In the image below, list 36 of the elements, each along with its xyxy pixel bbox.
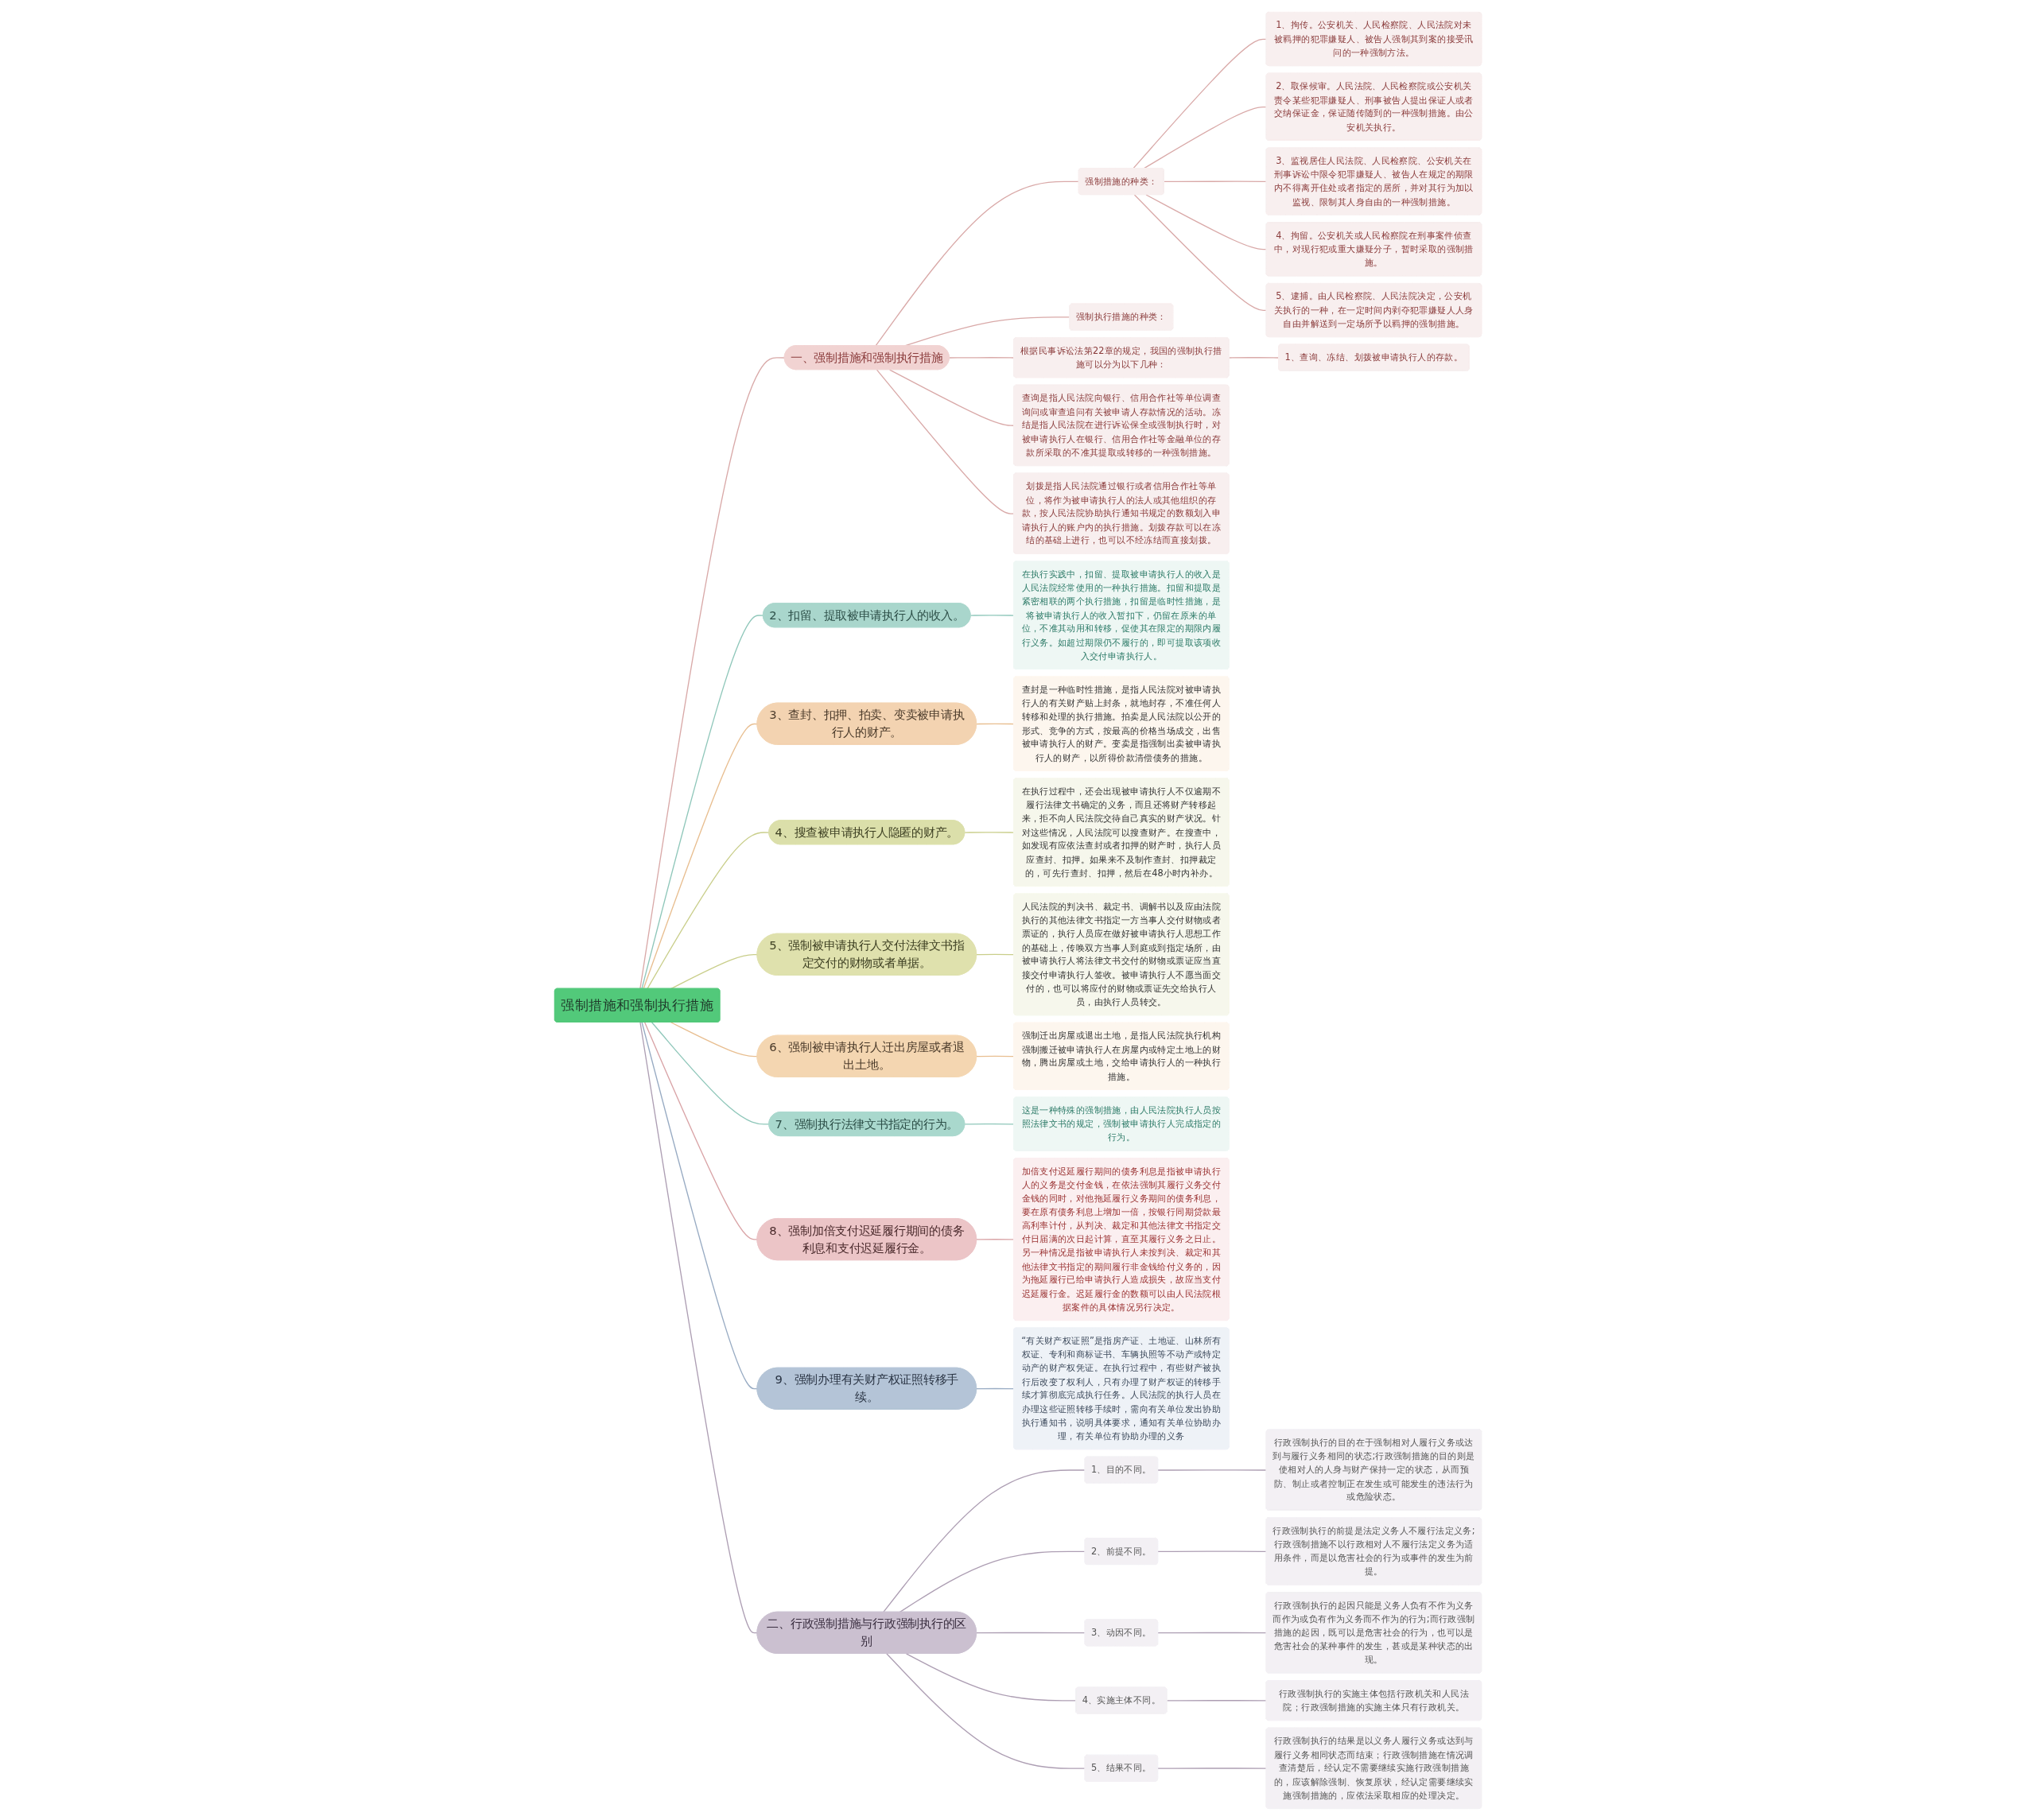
connector: [647, 831, 770, 989]
connector: [1157, 1632, 1267, 1633]
connector: [1228, 356, 1280, 359]
connector: [976, 1387, 1015, 1389]
connector: [888, 368, 1015, 426]
connector: [905, 1652, 1077, 1702]
connector: [641, 614, 764, 989]
connector: [969, 614, 1015, 616]
connector: [1157, 1767, 1267, 1769]
connector: [639, 1021, 758, 1633]
connector: [876, 368, 1015, 514]
connector: [948, 356, 1015, 359]
connector: [976, 723, 1015, 724]
connector: [670, 1021, 758, 1057]
connector: [976, 1055, 1015, 1057]
connector: [641, 1021, 758, 1389]
connector: [1145, 193, 1267, 250]
connector: [643, 1021, 758, 1240]
connector: [976, 1238, 1015, 1240]
connector: [1133, 38, 1267, 169]
connector: [964, 831, 1015, 833]
connector: [1157, 1550, 1267, 1552]
connector: [1157, 1469, 1267, 1471]
connector: [886, 1652, 1086, 1769]
connector: [643, 723, 758, 989]
connector: [639, 356, 786, 989]
connector: [1164, 180, 1267, 182]
connector: [964, 1123, 1015, 1125]
connector: [883, 1469, 1086, 1612]
connector: [651, 1021, 770, 1125]
connector: [1143, 106, 1267, 169]
connector: [1166, 1699, 1267, 1702]
connector: [1133, 193, 1267, 311]
connector: [875, 180, 1080, 347]
connector: [976, 953, 1015, 955]
connector: [976, 1632, 1086, 1633]
